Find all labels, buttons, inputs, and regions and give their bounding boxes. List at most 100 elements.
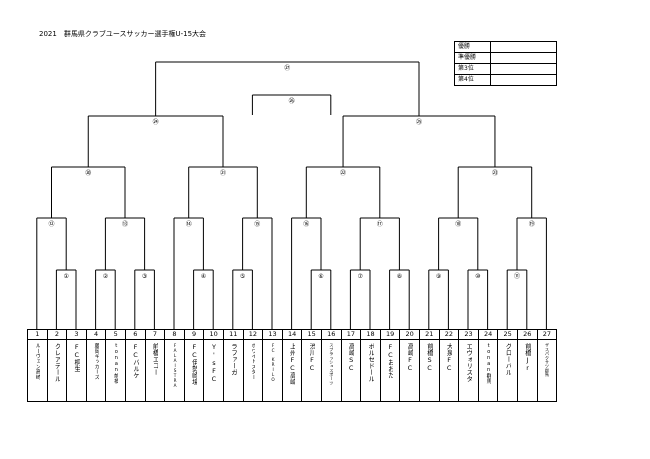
- team-number: 16: [322, 329, 341, 340]
- team-number: 26: [518, 329, 537, 340]
- team-number: 4: [86, 329, 106, 340]
- result-row-fourth: 第4位: [454, 74, 557, 86]
- match-number: ㉖: [289, 97, 295, 105]
- match-number: ⑩: [475, 273, 480, 280]
- page-title: 2021 群馬県クラブユースサッカー選手権U-15大会: [39, 30, 207, 38]
- team-number: 27: [537, 329, 557, 340]
- team-number: 25: [498, 329, 517, 340]
- team-cell: 22 大泉FC: [439, 329, 460, 402]
- team-number: 22: [439, 329, 459, 340]
- team-name: tonan前橋: [113, 343, 119, 384]
- team-number: 19: [380, 329, 400, 340]
- result-label: 第4位: [454, 74, 491, 86]
- team-number: 14: [282, 329, 302, 340]
- team-name: 渋川FC: [308, 343, 315, 372]
- team-cell: 25 グローバル: [498, 329, 518, 402]
- team-cell: 11 ラファーガ: [224, 329, 244, 402]
- team-name: グローバル: [504, 343, 511, 376]
- team-cell: 16 スプラッシュスポーツ: [322, 329, 342, 402]
- team-number: 18: [361, 329, 380, 340]
- match-number: ⑳: [85, 169, 91, 177]
- team-number: 17: [341, 329, 361, 340]
- team-cell: 5 tonan前橋: [106, 329, 126, 402]
- results-table: 優勝 準優勝 第3位 第4位: [454, 41, 557, 86]
- team-name: FC KRILO: [270, 343, 275, 383]
- team-number: 2: [47, 329, 67, 340]
- match-number: ⑫: [48, 220, 54, 228]
- team-cell: 14 上州FC高崎: [282, 329, 303, 402]
- team-number: 6: [126, 329, 145, 340]
- match-number: ⑮: [254, 220, 260, 228]
- team-name: 高崎FC: [406, 343, 413, 372]
- team-number: 21: [420, 329, 439, 340]
- team-name: ボルセドール: [367, 343, 374, 382]
- team-name: 前橋エコー: [151, 343, 159, 376]
- team-number: 15: [302, 329, 321, 340]
- team-cell: 4 藤岡キッカーズ: [86, 329, 107, 402]
- team-name: 上州FC高崎: [288, 343, 296, 385]
- match-number: ⑰: [377, 220, 383, 228]
- match-number: ㉕: [416, 118, 422, 126]
- team-cell: 23 エヴォリスタ: [459, 329, 479, 402]
- match-number: ①: [64, 273, 69, 280]
- team-name: ラファーガ: [230, 343, 237, 376]
- team-number: 5: [106, 329, 125, 340]
- match-number: ⑬: [122, 220, 128, 228]
- team-number: 7: [145, 329, 165, 340]
- match-number: ②: [103, 273, 109, 280]
- match-number: ⑤: [240, 273, 245, 280]
- result-row-runner-up: 準優勝: [454, 52, 557, 64]
- team-number: 24: [478, 329, 498, 340]
- team-cell: 21 前橋SC: [420, 329, 440, 402]
- team-number: 13: [263, 329, 282, 340]
- team-cell: 13 FC KRILO: [263, 329, 283, 402]
- team-name: 高崎SC: [347, 343, 355, 372]
- team-cell: 18 ボルセドール: [361, 329, 381, 402]
- team-name: Y'sFC: [210, 343, 217, 383]
- team-name: FCおおた: [386, 343, 394, 379]
- team-name: ホワイトスター: [250, 343, 256, 380]
- team-name: 大泉FC: [445, 343, 453, 372]
- match-number: ⑥: [318, 273, 323, 280]
- match-number: ⑱: [455, 220, 461, 228]
- team-name: 前橋SC: [426, 343, 433, 372]
- team-number: 8: [165, 329, 184, 340]
- team-name: FC桐生: [73, 343, 80, 372]
- match-number: ㉔: [153, 118, 159, 126]
- team-number: 9: [184, 329, 204, 340]
- match-number: ③: [142, 273, 147, 280]
- team-cell: 27 ザスパクサツ群馬: [537, 329, 558, 402]
- match-number: ⑭: [186, 220, 192, 228]
- team-name: 藤岡キッカーズ: [93, 343, 99, 380]
- team-number: 23: [459, 329, 478, 340]
- match-number: ⑨: [436, 273, 441, 280]
- team-name: FC伊勢崎境: [190, 343, 198, 385]
- team-cell: 24 tonan群馬: [478, 329, 499, 402]
- team-name: FALAISTRA: [172, 343, 177, 388]
- match-number: ㉗: [284, 64, 290, 72]
- team-cell: 7 前橋エコー: [145, 329, 166, 402]
- team-name: ザスパクサツ群馬: [544, 343, 549, 377]
- match-number: ㉒: [340, 169, 346, 177]
- team-cell: 15 渋川FC: [302, 329, 322, 402]
- match-number: ⑪: [514, 272, 520, 280]
- team-name: エヴォリスタ: [465, 343, 472, 382]
- match-number: ⑲: [529, 220, 535, 228]
- match-number: ⑧: [397, 273, 402, 280]
- team-number: 11: [224, 329, 243, 340]
- team-name: スプラッシュスポーツ: [329, 343, 334, 385]
- team-name: FCバルケ: [132, 343, 139, 379]
- match-number: ⑦: [358, 273, 364, 280]
- team-cell: 17 高崎SC: [341, 329, 362, 402]
- team-name: tonan群馬: [485, 343, 491, 384]
